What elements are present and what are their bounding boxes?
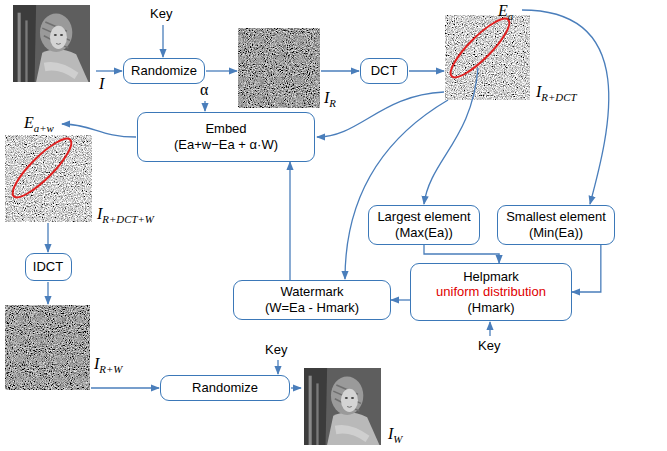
noise-image	[238, 28, 320, 108]
connector-arrow	[424, 245, 499, 263]
image-label: IR+W	[94, 354, 122, 373]
region-ellipse	[6, 132, 78, 204]
box-title: Randomize	[192, 380, 258, 396]
image-label: IR+DCT+W	[97, 204, 154, 223]
box-text: (W=Ea - Hmark)	[265, 300, 359, 316]
flow-arrow	[291, 387, 301, 388]
box-title: Randomize	[131, 63, 197, 79]
flow-arrow	[409, 70, 444, 71]
alpha-arrow	[204, 101, 205, 111]
box-text: (Min(Ea))	[529, 225, 583, 241]
box-text: (Ea+w−Ea + α·W)	[174, 137, 278, 153]
flow-arrow	[424, 68, 478, 204]
box-title: IDCT	[33, 259, 63, 275]
flow-arrows	[48, 10, 609, 388]
flow-arrow	[62, 124, 136, 137]
connector-arrow	[391, 299, 410, 300]
key-label: Key	[150, 6, 172, 22]
flow-arrow	[47, 282, 48, 304]
flow-arrow	[47, 223, 48, 252]
box-title: Embed	[205, 121, 246, 137]
process-box: Largest element(Max(Ea))	[368, 205, 480, 245]
region-ellipse	[444, 12, 516, 84]
connector-arrow	[572, 245, 601, 292]
process-box: DCT	[360, 58, 408, 84]
flow-arrow	[321, 70, 359, 71]
key-label: Key	[478, 338, 500, 354]
photo-image	[304, 368, 381, 445]
image-label: IR+DCT	[536, 82, 576, 101]
box-title: Largest element	[377, 209, 470, 225]
key-arrow	[489, 322, 490, 336]
process-box: IDCT	[25, 253, 72, 281]
box-text: (Max(Ea))	[395, 225, 453, 241]
process-box: Helpmarkuniform distribution(Hmark)	[410, 263, 572, 321]
flow-arrow	[96, 70, 122, 71]
flow-arrow	[522, 10, 609, 204]
process-box: Smallest element(Min(Ea))	[497, 205, 615, 245]
noise-image	[5, 305, 90, 390]
flow-arrow	[91, 387, 159, 388]
parameter-label: α	[200, 80, 208, 99]
box-title: DCT	[371, 63, 398, 79]
box-title: Smallest element	[506, 209, 606, 225]
flow-arrow	[206, 70, 237, 71]
process-box: Embed(Ea+w−Ea + α·W)	[137, 112, 315, 162]
key-arrow	[277, 360, 278, 374]
box-text: uniform distribution	[436, 284, 546, 300]
box-text: (Hmark)	[468, 300, 515, 316]
box-title: Watermark	[280, 284, 343, 300]
image-label: IR	[324, 88, 336, 107]
region-label: Ea+w	[24, 113, 54, 132]
process-box: Randomize	[123, 58, 205, 84]
image-label: IW	[388, 424, 402, 443]
image-label: I	[99, 74, 104, 93]
region-label: Ea	[498, 1, 513, 20]
key-arrow	[162, 25, 163, 57]
box-title: Helpmark	[463, 269, 519, 285]
process-box: Watermark(W=Ea - Hmark)	[233, 280, 391, 320]
process-box: Randomize	[160, 375, 290, 401]
flow-arrow	[345, 100, 448, 279]
connector-arrow	[289, 162, 290, 280]
photo-image	[13, 5, 90, 82]
key-label: Key	[265, 342, 287, 358]
